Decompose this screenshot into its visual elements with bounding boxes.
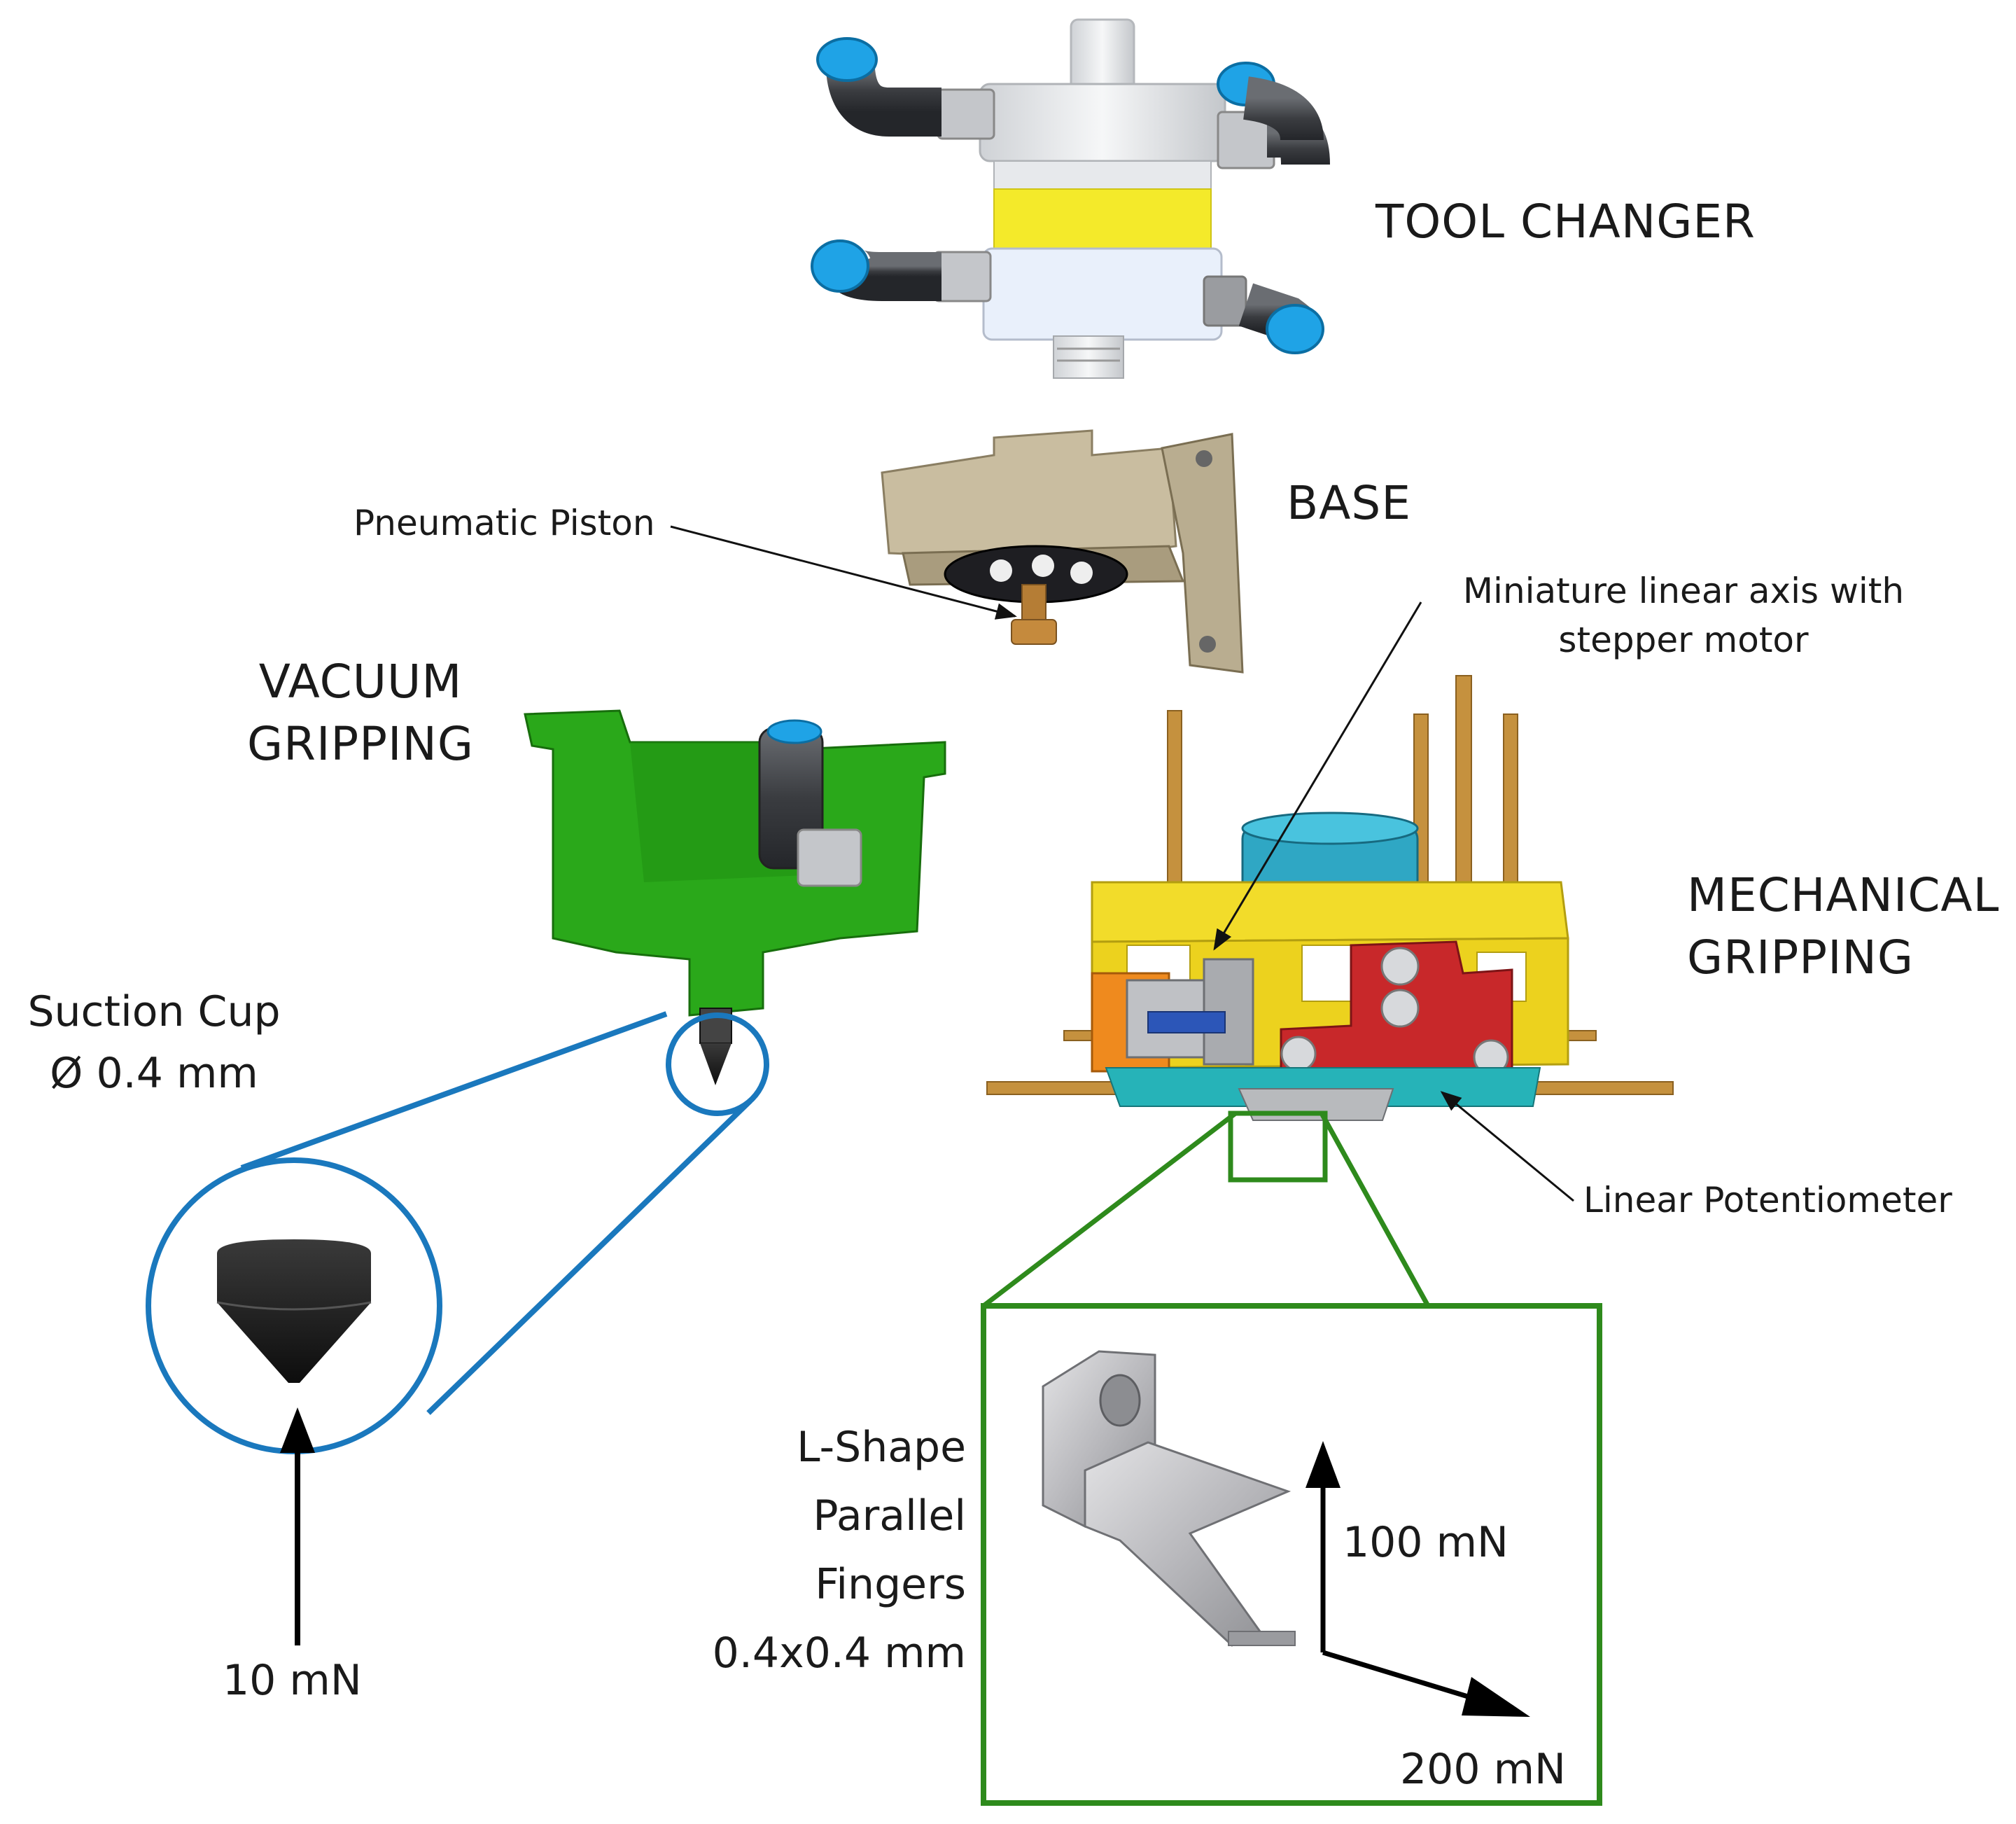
arrow-right-200mn [1462, 1677, 1530, 1717]
force-10mn-label: 10 mN [223, 1656, 362, 1705]
mechanical-gripping-line-2: GRIPPING [1687, 931, 1914, 984]
suction-cup-line-1: Suction Cup [27, 987, 281, 1036]
vacuum-gripping-line-1: VACUUM [258, 655, 463, 709]
suction-cup-callout [146, 1011, 769, 1454]
fingers-line-4: 0.4x0.4 mm [712, 1629, 966, 1678]
fingers-label: L-Shape Parallel Fingers 0.4x0.4 mm [672, 1413, 966, 1687]
base-label: BASE [1287, 476, 1412, 530]
suction-cup-label: Suction Cup Ø 0.4 mm [7, 987, 301, 1098]
leader-pneumatic-piston [670, 525, 1017, 620]
pneumatic-piston-label: Pneumatic Piston [354, 503, 655, 543]
tool-changer-model [811, 18, 1330, 379]
vacuum-gripping-line-2: GRIPPING [246, 717, 475, 771]
suction-cup-line-2: Ø 0.4 mm [50, 1049, 258, 1098]
linear-potentiometer-label: Linear Potentiometer [1583, 1180, 1952, 1220]
leader-linear-potentiometer [1440, 1091, 1574, 1202]
tool-changer-label: TOOL CHANGER [1376, 195, 1756, 249]
mechanical-gripping-label: MECHANICAL GRIPPING [1687, 868, 1999, 984]
vacuum-gripping-label: VACUUM GRIPPING [231, 655, 490, 771]
mechanical-gripper-model [986, 675, 1674, 1121]
force-200mn-label: 200 mN [1400, 1745, 1566, 1794]
fingers-line-3: Fingers [815, 1560, 966, 1609]
linear-axis-label: Miniature linear axis with stepper motor [1438, 571, 1928, 660]
arrow-up-100mn [1306, 1441, 1340, 1488]
base-model [881, 429, 1244, 674]
linear-axis-line-1: Miniature linear axis with [1462, 571, 1905, 611]
arrow-up-10mn [280, 1407, 315, 1453]
fingers-line-2: Parallel [813, 1491, 966, 1540]
mechanical-gripping-line-1: MECHANICAL [1687, 868, 2000, 922]
fingers-line-1: L-Shape [797, 1423, 966, 1472]
vacuum-gripper-model [524, 709, 946, 1085]
fingers-callout [981, 1111, 1602, 1806]
leader-linear-axis [1213, 601, 1422, 951]
force-arrows [280, 525, 1574, 1717]
force-100mn-label: 100 mN [1343, 1518, 1508, 1567]
linear-axis-line-2: stepper motor [1558, 620, 1809, 660]
